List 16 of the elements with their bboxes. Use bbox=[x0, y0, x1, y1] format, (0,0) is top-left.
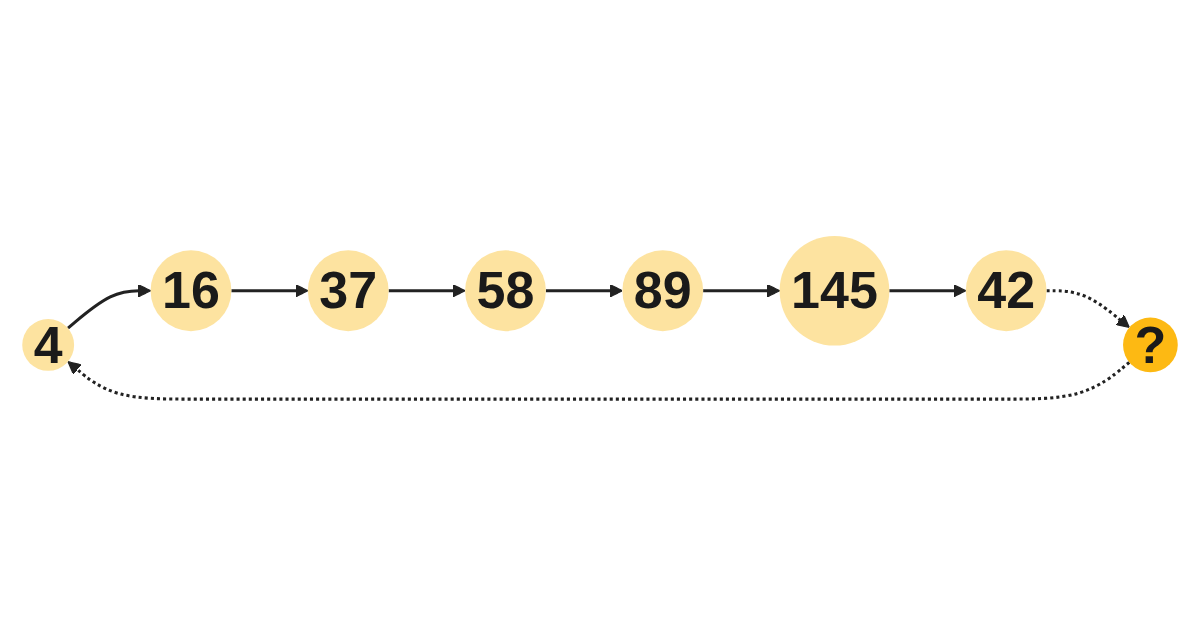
node-circle: 37 bbox=[307, 250, 389, 332]
arrow bbox=[388, 284, 466, 298]
node-circle: 16 bbox=[150, 250, 232, 332]
node-circle: 145 bbox=[779, 235, 890, 346]
arrow bbox=[703, 284, 781, 298]
node-circle: 42 bbox=[965, 250, 1047, 332]
node-circle: 58 bbox=[465, 250, 546, 332]
arrow bbox=[231, 284, 309, 298]
arrow bbox=[545, 284, 623, 298]
node-circle: 4 bbox=[22, 319, 75, 371]
arrow bbox=[67, 361, 1131, 401]
arrow bbox=[67, 284, 152, 330]
node-circle: ? bbox=[1123, 317, 1178, 373]
arrow bbox=[889, 284, 967, 298]
node-circle: 89 bbox=[622, 250, 704, 332]
arrow bbox=[1046, 289, 1130, 329]
